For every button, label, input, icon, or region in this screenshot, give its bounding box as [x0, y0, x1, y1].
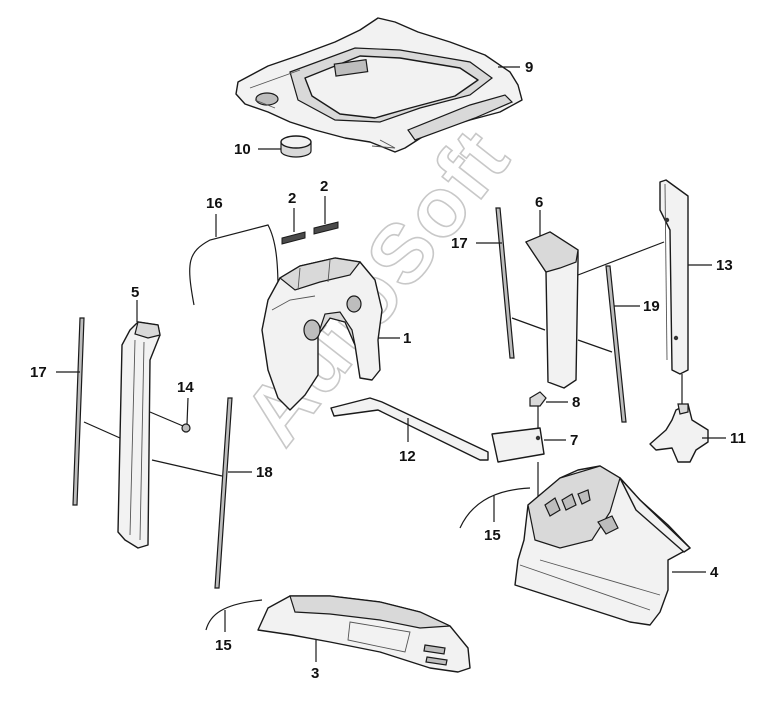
- leader-14-link: [149, 411, 184, 427]
- callout-1: 1: [403, 330, 411, 347]
- callout-6: 6: [535, 194, 543, 211]
- callout-7: 7: [570, 432, 578, 449]
- callout-13: 13: [716, 257, 733, 274]
- callout-17-right: 17: [451, 235, 468, 252]
- callout-9: 9: [525, 59, 533, 76]
- leader-5-link-a: [83, 421, 121, 439]
- part-10-pad: [280, 135, 312, 158]
- callout-10: 10: [234, 141, 251, 158]
- leader-5-link-b: [151, 459, 223, 477]
- part-14-clip: [181, 423, 191, 433]
- callout-16: 16: [206, 195, 223, 212]
- part-4-center-console: [514, 465, 691, 626]
- part-5-pillar-trim: [117, 321, 161, 549]
- part-13-long-trim: [659, 179, 689, 375]
- callout-2-right: 2: [320, 178, 328, 195]
- callout-15-left: 15: [215, 637, 232, 654]
- part-1-console-housing: [261, 257, 383, 411]
- part-6-pillar-cover: [525, 231, 579, 389]
- callout-12: 12: [399, 448, 416, 465]
- part-15-right-seal: [459, 487, 531, 529]
- part-17-right-strip: [495, 207, 515, 359]
- callout-14: 14: [177, 379, 194, 396]
- leader-13-link: [577, 241, 665, 276]
- part-7-plate: [491, 427, 545, 463]
- callout-19: 19: [643, 298, 660, 315]
- callout-15-right: 15: [484, 527, 501, 544]
- part-16-trim-line: [189, 224, 279, 306]
- callout-8: 8: [572, 394, 580, 411]
- part-18-strip: [214, 397, 233, 589]
- part-3-dash-trim: [257, 595, 471, 673]
- part-17-left-strip: [72, 317, 85, 506]
- callout-4: 4: [710, 564, 719, 581]
- part-11-bracket: [649, 374, 709, 463]
- callout-2-left: 2: [288, 190, 296, 207]
- part-19-strip: [605, 265, 627, 423]
- leader-17-link: [511, 317, 546, 331]
- callout-17-left: 17: [30, 364, 47, 381]
- callout-3: 3: [311, 665, 319, 682]
- part-2-strips: [281, 221, 339, 245]
- part-9-top-panel: [235, 17, 523, 153]
- part-15-left-seal: [205, 599, 263, 631]
- leader-6-link: [577, 339, 613, 353]
- callout-11: 11: [730, 430, 746, 447]
- callout-18: 18: [256, 464, 273, 481]
- callout-5: 5: [131, 284, 139, 301]
- part-12-rod: [330, 397, 489, 461]
- leader-14: [186, 397, 189, 425]
